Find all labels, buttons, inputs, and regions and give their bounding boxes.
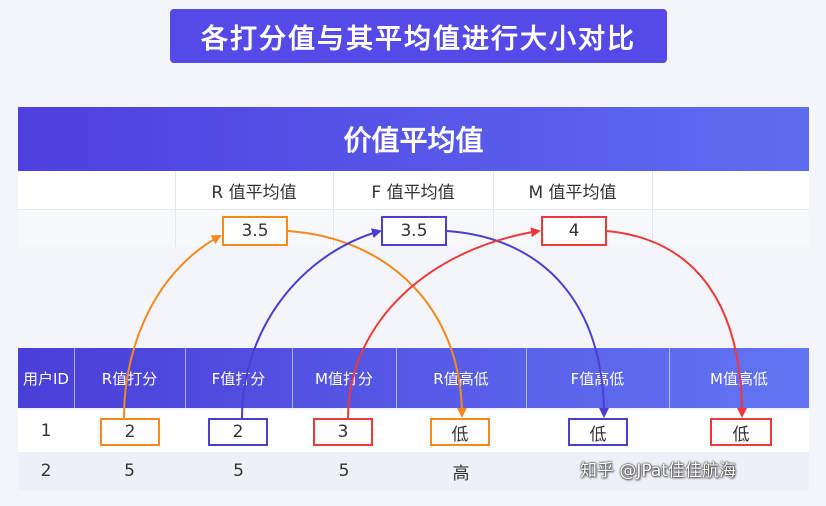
watermark: 知乎 @JPat佳佳航海 [580,461,736,481]
col-m-level: M值高低 [710,369,768,388]
f-score-cell: 5 [233,461,244,481]
avg-empty-cell [652,171,809,209]
m-avg-label: M 值平均值 [493,171,653,209]
col-r-score: R值打分 [74,348,186,408]
avg-empty-cell [333,210,494,247]
avg-empty-cell [652,210,809,247]
r-avg-value-box: 3.5 [222,216,288,246]
avg-table-column-row: R 值平均值 F 值平均值 M 值平均值 [18,171,809,210]
m-score-cell: 5 [338,461,350,481]
m-score-box: 3 [313,418,373,446]
col-m-score: M值打分 [292,348,397,408]
avg-table-header: 价值平均值 [18,107,809,171]
avg-empty-cell [18,210,176,247]
avg-empty-cell [493,210,653,247]
table-row: 2 5 5 5 高 [18,452,809,490]
r-score-box: 2 [100,418,160,446]
r-score-cell: 5 [124,461,135,481]
m-level-box: 低 [710,418,772,446]
avg-empty-cell [18,171,176,209]
user-id-cell: 2 [40,461,52,481]
avg-empty-cell [175,210,334,247]
user-id-cell: 1 [40,421,52,441]
m-avg-value-box: 4 [541,216,607,246]
col-f-score: F值打分 [185,348,293,408]
f-avg-label: F 值平均值 [333,171,494,209]
col-f-level: F值高低 [526,348,670,408]
f-level-box: 低 [568,418,628,446]
page-title: 各打分值与其平均值进行大小对比 [170,9,667,63]
col-r-level: R值高低 [396,348,527,408]
col-user-id: 用户ID [18,348,75,408]
f-score-box: 2 [208,418,268,446]
score-table-header: 用户ID R值打分 F值打分 M值打分 R值高低 F值高低 M值高低 [18,348,809,408]
r-level-cell: 高 [452,463,470,484]
f-avg-value-box: 3.5 [381,216,447,246]
r-level-box: 低 [430,418,490,446]
r-avg-label: R 值平均值 [175,171,334,209]
